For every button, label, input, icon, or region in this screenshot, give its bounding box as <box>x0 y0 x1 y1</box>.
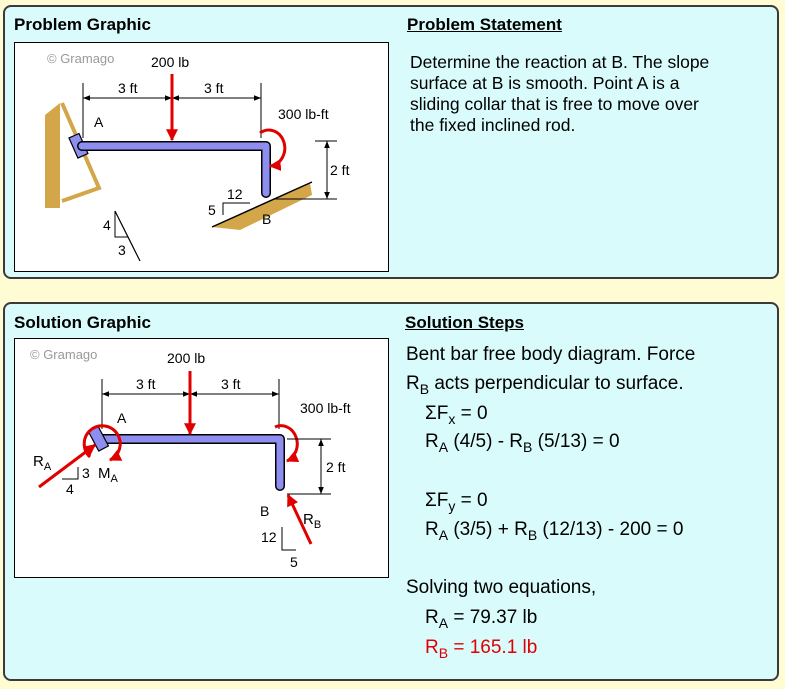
inclined-rod <box>60 102 102 203</box>
label-b: B <box>260 503 269 519</box>
result-ra: RA = 79.37 lb <box>425 607 538 631</box>
ra-tri-a: 3 <box>82 465 90 481</box>
watermark: © Gramago <box>47 51 114 66</box>
moment-arrow <box>259 128 287 172</box>
equation-1: RA (4/5) - RB (5/13) = 0 <box>425 431 620 455</box>
dim-b-label: 3 ft <box>204 80 224 96</box>
ra-tri-b: 4 <box>66 481 74 497</box>
label-a: A <box>94 114 104 130</box>
slope-rise: 5 <box>208 202 216 218</box>
label-b: B <box>262 211 271 227</box>
label-a: A <box>117 410 127 426</box>
force-label: 200 lb <box>151 54 189 70</box>
force-label: 200 lb <box>167 350 205 366</box>
rod-slope-triangle <box>114 211 128 238</box>
slope-line <box>211 181 313 228</box>
problem-statement-title: Problem Statement <box>407 15 562 34</box>
slope-surface <box>212 183 312 230</box>
rod-run: 3 <box>118 242 126 258</box>
moment-label: 300 lb-ft <box>300 400 351 416</box>
statement-line: Determine the reaction at B. The slope <box>410 52 710 72</box>
ra-label: RA <box>33 453 52 473</box>
statement-line: sliding collar that is free to move over <box>410 94 699 114</box>
solution-diagram: © Gramago 3 ft 3 ft A 200 lb 300 lb-ft <box>30 347 351 570</box>
ra-force-arrow <box>38 443 96 489</box>
ma-label: MA <box>98 465 119 485</box>
statement-line: the fixed inclined rod. <box>410 115 576 135</box>
problem-diagram: © Gramago 12 5 B A 3 ft <box>45 51 350 262</box>
watermark: © Gramago <box>30 347 97 362</box>
rb-force-arrow <box>286 493 313 545</box>
dim-h-label: 2 ft <box>330 162 350 178</box>
solution-graphic: © Gramago 3 ft 3 ft A 200 lb 300 lb-ft <box>14 338 389 578</box>
solving-text: Solving two equations, <box>406 577 597 598</box>
ra-slope-triangle <box>62 467 79 480</box>
statement-line: surface at B is smooth. Point A is a <box>410 73 680 93</box>
problem-statement-text: Determine the reaction at B. The slope s… <box>410 52 770 136</box>
rb-tri-b: 5 <box>290 554 298 570</box>
dim-h-label: 2 ft <box>326 459 346 475</box>
rb-label: RB <box>303 511 321 531</box>
equation-2: RA (3/5) + RB (12/13) - 200 = 0 <box>425 519 684 543</box>
result-rb: RB = 165.1 lb <box>425 637 538 661</box>
problem-panel: Problem Graphic Problem Statement © Gram… <box>3 5 779 279</box>
slope-run: 12 <box>227 186 243 202</box>
dim-a-label: 3 ft <box>136 376 156 392</box>
bent-bar-outline <box>98 434 285 491</box>
solution-panel: Solution Graphic Solution Steps © Gramag… <box>3 302 779 681</box>
bent-bar <box>78 142 270 197</box>
sum-fx: ΣFx = 0 <box>425 403 488 427</box>
rb-slope-triangle <box>281 527 296 551</box>
wall-support <box>45 103 60 208</box>
solution-graphic-title: Solution Graphic <box>14 313 151 332</box>
step-intro-2: RB acts perpendicular to surface. <box>406 373 684 397</box>
step-intro-1: Bent bar free body diagram. Force <box>406 344 696 365</box>
slope-triangle <box>222 202 250 215</box>
rod-rise: 4 <box>103 217 111 233</box>
dim-b-label: 3 ft <box>221 376 241 392</box>
rod-slope-line <box>114 210 141 262</box>
sum-fy: ΣFy = 0 <box>425 490 488 514</box>
problem-graphic: © Gramago 12 5 B A 3 ft <box>14 42 389 272</box>
moment-label: 300 lb-ft <box>278 106 329 122</box>
problem-graphic-title: Problem Graphic <box>14 15 151 34</box>
bent-bar <box>99 435 284 490</box>
moment-arrow <box>274 424 300 463</box>
solution-steps-title: Solution Steps <box>405 313 524 332</box>
dim-a-label: 3 ft <box>118 80 138 96</box>
rb-tri-a: 12 <box>261 529 277 545</box>
